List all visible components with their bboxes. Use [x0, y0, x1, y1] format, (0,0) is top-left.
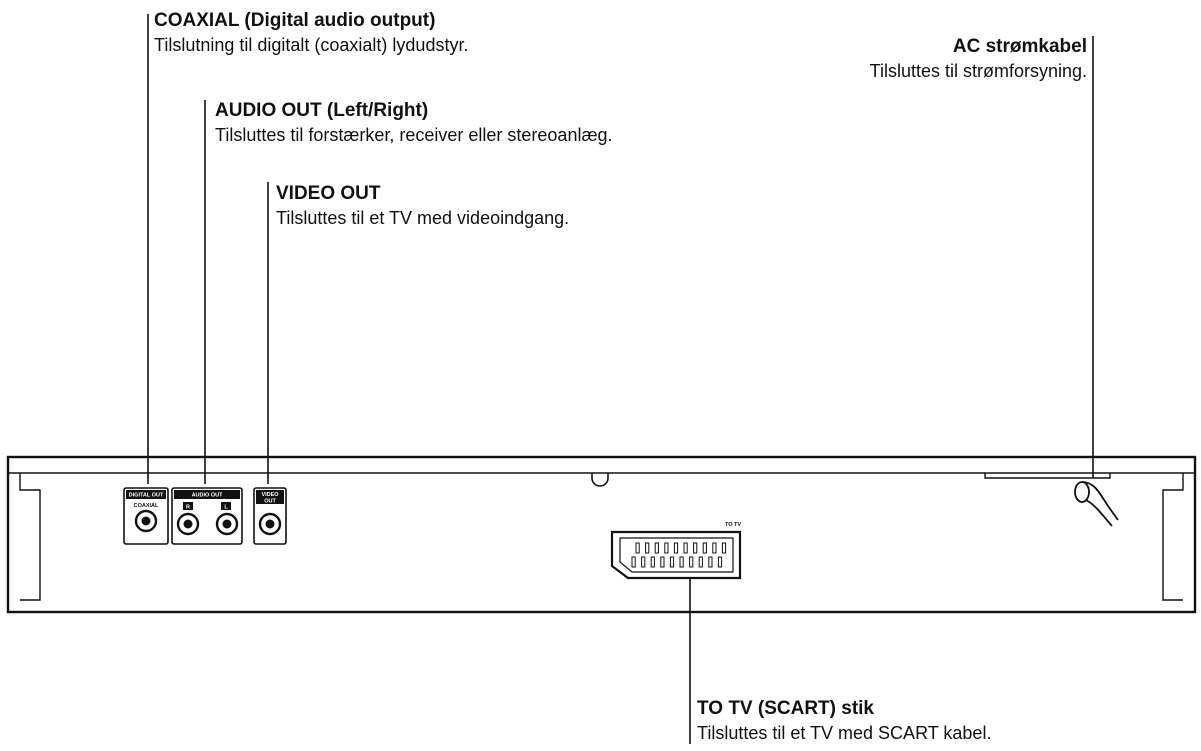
audio-out-jack-group: [171, 487, 243, 545]
coaxial-callout-title: COAXIAL (Digital audio output): [154, 10, 436, 31]
digital-out-jack-group: [123, 487, 169, 545]
scart-pin: [679, 556, 684, 568]
scart-pin: [698, 556, 703, 568]
scart-pin: [635, 542, 640, 554]
video-out-callout-title: VIDEO OUT: [276, 183, 381, 204]
scart-pin: [683, 542, 688, 554]
coaxial-callout: COAXIAL (Digital audio output) Tilslutni…: [154, 9, 468, 57]
audio-out-panel-label: AUDIO OUT: [192, 493, 224, 499]
chassis: [6, 455, 1197, 614]
scart-pin: [673, 542, 679, 554]
scart-pin: [669, 556, 675, 568]
scart-pin: [721, 542, 727, 554]
audio-out-callout: AUDIO OUT (Left/Right) Tilsluttes til fo…: [215, 99, 612, 147]
audio-left-panel-label: L: [224, 505, 228, 511]
scart-callout: TO TV (SCART) stik Tilsluttes til et TV …: [697, 697, 991, 745]
to-tv-panel-label: TO TV: [725, 522, 741, 528]
digital-out-panel-label: DIGITAL OUT: [129, 493, 164, 499]
coaxial-jack: [134, 509, 158, 533]
video-out-jack-group: [253, 487, 287, 545]
video-panel-label: VIDEO: [261, 492, 279, 498]
audio-right-panel-label: R: [186, 505, 190, 511]
scart-pin: [702, 542, 707, 554]
scart-pin: [654, 542, 659, 554]
video-out-jack: [258, 512, 282, 536]
ac-cable-callout-desc: Tilsluttes til strømforsyning.: [869, 61, 1087, 81]
scart-pin: [645, 542, 650, 554]
out-panel-label: OUT: [264, 499, 276, 505]
coaxial-callout-desc: Tilslutning til digitalt (coaxialt) lydu…: [154, 35, 469, 55]
scart-pin: [689, 556, 694, 568]
scart-pin: [650, 556, 655, 568]
ac-cable-callout-title: AC strømkabel: [952, 36, 1087, 57]
coaxial-panel-label: COAXIAL: [134, 503, 159, 509]
ac-cable: [1074, 481, 1119, 527]
audio-out-callout-desc: Tilsluttes til forstærker, receiver elle…: [215, 125, 613, 145]
scart-pin: [664, 542, 669, 554]
scart-pin: [717, 556, 723, 568]
scart-pin: [693, 542, 698, 554]
scart-callout-title: TO TV (SCART) stik: [697, 698, 874, 719]
scart-pin: [708, 556, 713, 568]
scart-pin: [641, 556, 646, 568]
video-out-callout: VIDEO OUT Tilsluttes til et TV med video…: [276, 182, 569, 230]
audio-right-jack: [176, 512, 200, 536]
scart-connector: [610, 530, 742, 580]
audio-out-callout-title: AUDIO OUT (Left/Right): [215, 100, 429, 121]
scart-pin: [660, 556, 665, 568]
audio-left-jack: [215, 512, 239, 536]
scart-pin: [631, 556, 636, 568]
scart-pin: [712, 542, 717, 554]
ac-cable-callout: AC strømkabel Tilsluttes til strømforsyn…: [870, 35, 1087, 83]
scart-callout-desc: Tilsluttes til et TV med SCART kabel.: [697, 723, 992, 743]
video-out-callout-desc: Tilsluttes til et TV med videoindgang.: [276, 208, 570, 228]
